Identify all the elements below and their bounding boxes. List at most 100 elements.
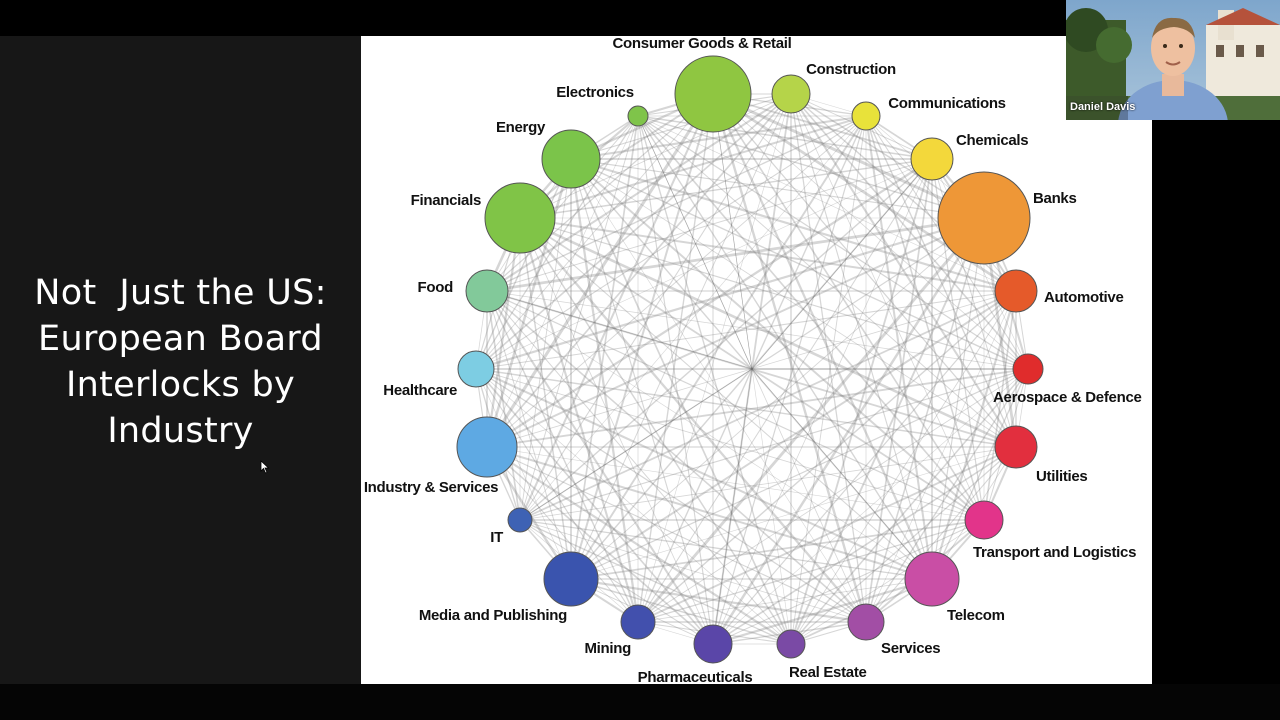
network-edge — [519, 115, 867, 521]
network-edge — [570, 158, 1017, 448]
network-edge — [475, 158, 572, 370]
network-edge — [570, 115, 867, 580]
network-edge — [518, 217, 640, 623]
network-edge — [486, 290, 1029, 370]
network-edge — [486, 290, 985, 521]
industry-node-label: Chemicals — [956, 132, 1028, 149]
network-edge — [486, 115, 867, 292]
industry-node-label: Transport and Logistics — [973, 544, 1136, 561]
network-edge — [712, 93, 792, 645]
network-edge — [570, 114, 867, 161]
network-edge — [475, 368, 933, 580]
network-edge — [865, 115, 1017, 448]
network-edge — [865, 115, 985, 521]
network-edge-center — [519, 368, 753, 521]
network-edge — [712, 519, 985, 645]
network-edge — [637, 115, 1017, 292]
network-edge — [637, 93, 792, 623]
industry-node — [847, 603, 885, 641]
node-layer — [456, 55, 1044, 664]
industry-node — [465, 269, 509, 313]
network-edge — [637, 519, 985, 623]
industry-node-label: Electronics — [556, 84, 634, 101]
industry-node-label: Construction — [806, 61, 896, 78]
network-edge — [790, 93, 1029, 370]
network-edge-center — [712, 93, 753, 370]
network-edge — [475, 368, 792, 645]
network-edge — [711, 93, 868, 623]
network-edge — [570, 158, 1029, 370]
bottom-bar — [0, 684, 1280, 720]
network-edge — [486, 290, 792, 645]
network-edge — [486, 290, 521, 521]
network-edge — [570, 158, 985, 219]
industry-node — [1012, 353, 1044, 385]
network-edge — [486, 158, 933, 448]
network-edge — [486, 93, 792, 292]
network-edge — [519, 217, 1029, 370]
network-edge — [475, 368, 572, 580]
network-edge — [570, 93, 792, 580]
network-edge — [519, 93, 792, 521]
industry-node — [674, 55, 752, 133]
network-edge — [486, 290, 572, 580]
network-edge — [712, 290, 1017, 645]
network-edge — [486, 217, 985, 448]
industry-node — [771, 74, 811, 114]
industry-node-label: Energy — [496, 119, 546, 136]
network-edge — [865, 290, 1017, 623]
network-edge — [637, 115, 933, 160]
network-edge — [519, 217, 572, 580]
industry-node — [484, 182, 556, 254]
network-edge — [790, 115, 867, 645]
industry-node-label: Utilities — [1036, 468, 1087, 485]
industry-node-label: Healthcare — [383, 382, 457, 399]
network-edge — [712, 446, 1017, 645]
slide-left-panel — [0, 36, 361, 684]
network-edge — [570, 93, 792, 160]
network-edge — [486, 216, 985, 293]
network-edge — [712, 93, 1029, 370]
industry-node — [693, 624, 733, 664]
slide-title-line: Not Just the US: — [34, 273, 327, 313]
industry-node — [776, 629, 806, 659]
network-edge — [486, 93, 714, 292]
industry-node-label: Services — [881, 640, 940, 657]
network-edge — [636, 217, 986, 623]
network-edge — [519, 158, 933, 219]
network-edge — [475, 93, 792, 370]
network-edge-center — [637, 115, 753, 370]
industry-node — [851, 101, 881, 131]
slide-title: Not Just the US: European Board Interloc… — [0, 270, 361, 454]
network-edge — [519, 115, 867, 219]
network-edge — [486, 446, 985, 521]
network-edge — [519, 216, 1017, 449]
network-edge — [475, 368, 867, 623]
network-edge — [519, 217, 985, 521]
network-edge — [519, 93, 792, 219]
network-edge — [711, 217, 986, 645]
network-edge — [570, 158, 933, 580]
network-edge — [637, 290, 1017, 623]
industry-node — [620, 604, 656, 640]
industry-node — [507, 507, 533, 533]
industry-node-label: Automotive — [1044, 289, 1124, 306]
network-edge — [637, 115, 985, 219]
industry-node-label: Communications — [888, 95, 1005, 112]
network-edge — [475, 290, 1017, 370]
network-edge — [475, 368, 714, 645]
industry-node-label: Mining — [584, 640, 631, 657]
industry-node — [904, 551, 960, 607]
network-edge — [570, 157, 1017, 293]
network-edge — [711, 93, 934, 580]
network-edge — [790, 290, 1017, 645]
network-edge — [486, 158, 933, 292]
participant-video-thumbnail[interactable]: Daniel Davis — [1066, 0, 1280, 120]
network-edge — [637, 115, 985, 521]
network-edge — [570, 519, 985, 580]
network-edge — [486, 446, 792, 645]
network-edge — [519, 519, 933, 580]
network-edge — [790, 368, 1029, 645]
network-edge — [790, 158, 933, 645]
